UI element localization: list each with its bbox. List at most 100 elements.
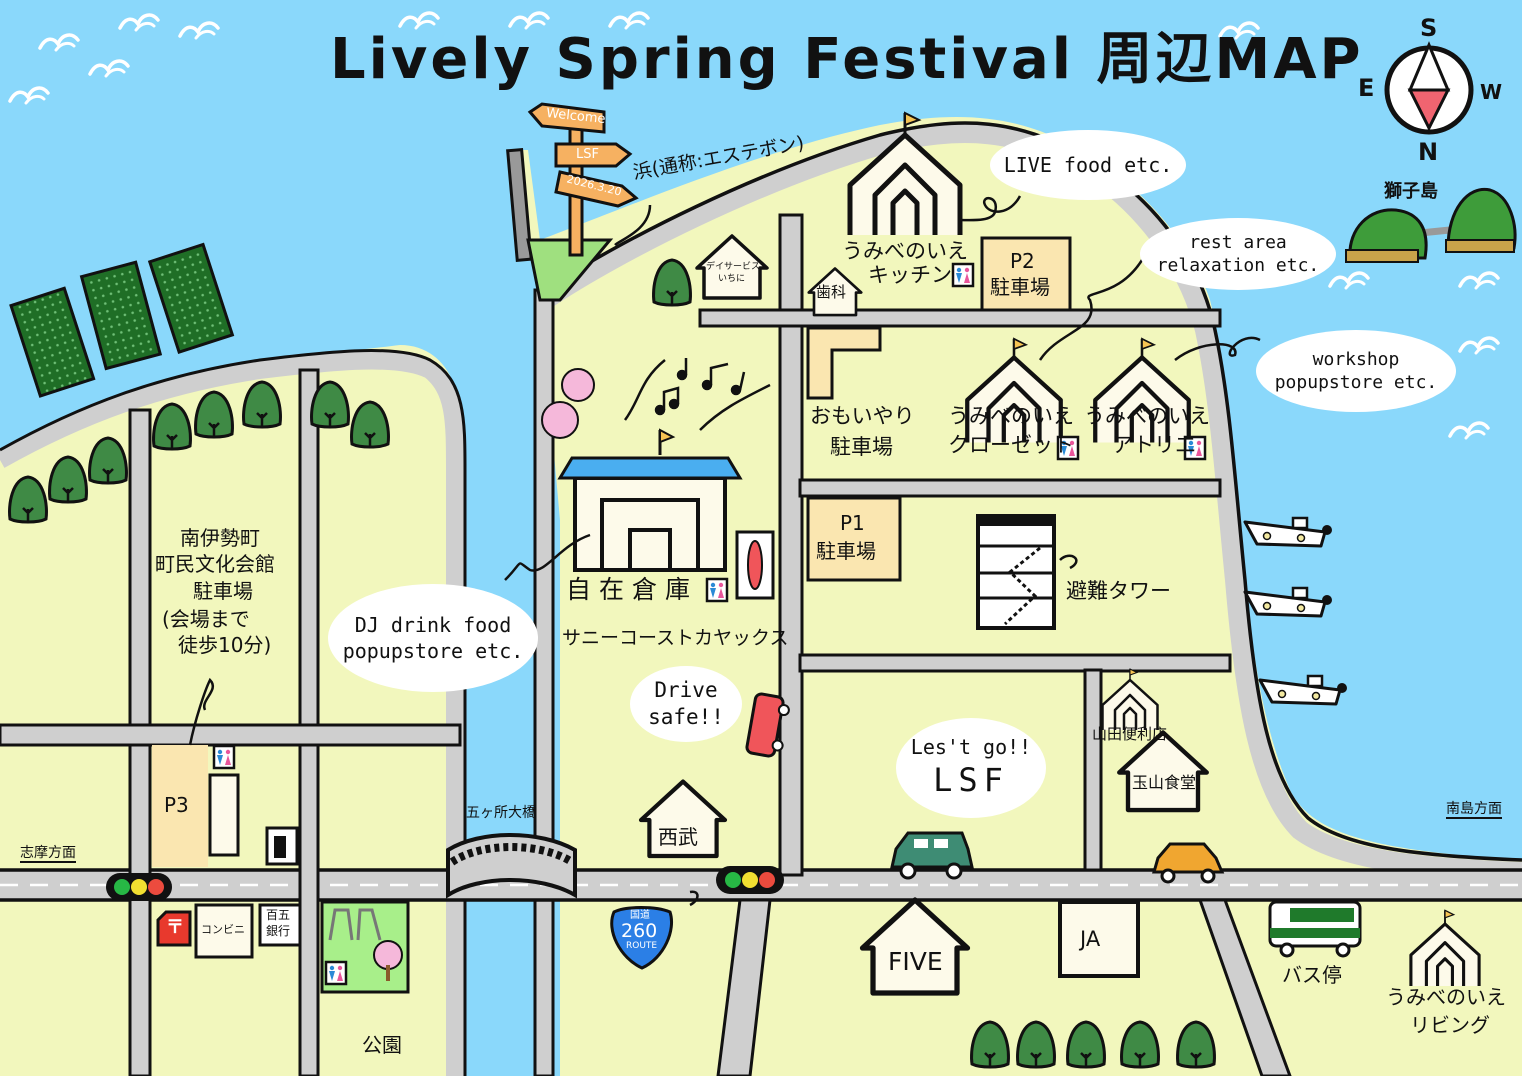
culture-hall-building xyxy=(208,773,240,857)
cherry-tree-icon xyxy=(373,940,403,981)
traffic-light-icon xyxy=(106,866,784,901)
seibu-label: 西武 xyxy=(658,825,698,849)
p1-parking-lot xyxy=(806,496,902,582)
bubble-drive-line2: safe!! xyxy=(648,705,724,729)
living-label-2: リビング xyxy=(1410,1013,1490,1037)
bubble-workshop-line1: workshop xyxy=(1312,348,1400,370)
warehouse-building[interactable] xyxy=(557,428,743,572)
island-shishijima xyxy=(1345,187,1517,263)
gas-station-icon xyxy=(265,826,299,866)
park-label: 公園 xyxy=(362,1033,402,1057)
compass-south: S xyxy=(1420,14,1438,42)
road-coastal-left xyxy=(0,351,464,1076)
page-title: Lively Spring Festival 周辺MAP xyxy=(330,27,1364,92)
bubble-rest-line1: rest area xyxy=(1189,231,1287,253)
road-coastal-top xyxy=(539,123,1522,882)
p2-label-2: 駐車場 xyxy=(990,275,1050,299)
cherry-tree-icon xyxy=(541,368,595,439)
road-grid-center xyxy=(698,213,1292,1076)
boat-icon xyxy=(1243,516,1349,706)
kayak-icon[interactable] xyxy=(735,530,775,600)
compass-west: W xyxy=(1480,80,1503,104)
bubble-live: LIVE food etc. xyxy=(990,130,1186,200)
convenience-store xyxy=(194,903,254,959)
music-note-icon xyxy=(623,358,771,431)
kayaks-label: サニーコーストカヤックス xyxy=(562,627,789,649)
road-grid-left xyxy=(0,368,462,1076)
omoiyari-parking-lot xyxy=(806,326,882,400)
compass-icon xyxy=(1384,41,1474,135)
evacuation-tower-label: 避難タワー xyxy=(1066,579,1171,603)
pier xyxy=(506,147,533,263)
kitchen-label-2: キッチン xyxy=(868,263,952,287)
culture-hall-label-2: 町民文化会館 xyxy=(155,552,275,576)
compass-north: N xyxy=(1418,138,1439,166)
ja-label: JA xyxy=(1080,927,1101,951)
kitchen-label-1: うみべのいえ xyxy=(842,239,968,263)
route-260-sign xyxy=(610,906,673,970)
leader-lines xyxy=(188,195,1261,907)
route-sign-top: 国道 xyxy=(630,910,650,921)
day-service-label-2: いちに xyxy=(718,274,746,284)
signpost xyxy=(527,102,639,257)
p3-parking-lot xyxy=(152,745,208,867)
bubble-live-text: LIVE food etc. xyxy=(1003,153,1173,177)
p2-label-1: P2 xyxy=(1010,249,1035,273)
bubble-workshop-line2: popupstore etc. xyxy=(1274,372,1438,393)
bridge-label: 五ヶ所大橋 xyxy=(466,805,536,821)
culture-hall-label-3: 駐車場 xyxy=(193,579,253,603)
route-sign-bottom: ROUTE xyxy=(626,941,658,951)
yamada-label: 山田便利店 xyxy=(1092,725,1168,743)
bus-stop-label: バス停 xyxy=(1282,963,1342,987)
five-label: FIVE xyxy=(888,947,943,976)
bubble-letsgo-line1: Les't go!! xyxy=(910,735,1032,760)
atelier-label-1: うみべのいえ xyxy=(1084,404,1210,428)
omoiyari-label-2: 駐車場 xyxy=(830,435,893,459)
dental-label: 歯科 xyxy=(816,283,847,301)
evacuation-tower xyxy=(976,514,1056,630)
bubble-letsgo-line2: LSF xyxy=(933,761,1009,800)
island-label: 獅子島 xyxy=(1384,181,1438,202)
culture-hall-label-5: 徒歩10分) xyxy=(178,633,272,657)
bridge xyxy=(446,833,577,899)
bubble-drive-line1: Drive xyxy=(654,677,718,702)
post-office-mark: 〒 xyxy=(166,917,184,938)
bus-icon xyxy=(1268,900,1362,958)
ja-building xyxy=(1058,900,1140,978)
nanto-direction-label: 南島方面 xyxy=(1446,801,1502,820)
river xyxy=(455,470,535,1076)
flag-icon xyxy=(659,428,676,444)
bubble-dj-line1: DJ drink food xyxy=(354,613,512,637)
route-sign-number: 260 xyxy=(621,920,658,942)
bubble-rest-line2: relaxation etc. xyxy=(1156,255,1320,276)
convenience-label: コンビニ xyxy=(201,923,245,936)
shima-direction-label: 志摩方面 xyxy=(20,845,76,864)
atelier-label-2: アトリエ xyxy=(1112,433,1196,457)
post-office-icon xyxy=(156,910,192,947)
p1-label-1: P1 xyxy=(840,511,865,535)
swing-icon xyxy=(328,908,382,941)
bank-building xyxy=(258,903,302,947)
bubble-dj-line2: popupstore etc. xyxy=(342,639,524,663)
bubble-drive-safe: Drive safe!! xyxy=(630,666,742,742)
p3-label: P3 xyxy=(164,793,189,817)
compass-east: E xyxy=(1358,74,1375,102)
p1-label-2: 駐車場 xyxy=(816,539,876,563)
bank-label-2: 銀行 xyxy=(266,924,291,938)
closet-label-1: うみべのいえ xyxy=(948,404,1074,428)
closet-label-2: クローゼット xyxy=(948,433,1074,457)
day-service-label-1: デイサービス xyxy=(706,262,761,272)
bank-label-1: 百五 xyxy=(266,908,291,922)
tamayama-label: 玉山食堂 xyxy=(1132,773,1197,792)
car-icon xyxy=(745,692,1225,884)
warehouse-label: 自在倉庫 xyxy=(566,575,699,604)
p2-parking-lot xyxy=(980,236,1072,312)
culture-hall-label-4: (会場まで xyxy=(162,607,250,631)
fishing-net-icon xyxy=(9,242,235,398)
omoiyari-label-1: おもいやり xyxy=(810,404,915,428)
